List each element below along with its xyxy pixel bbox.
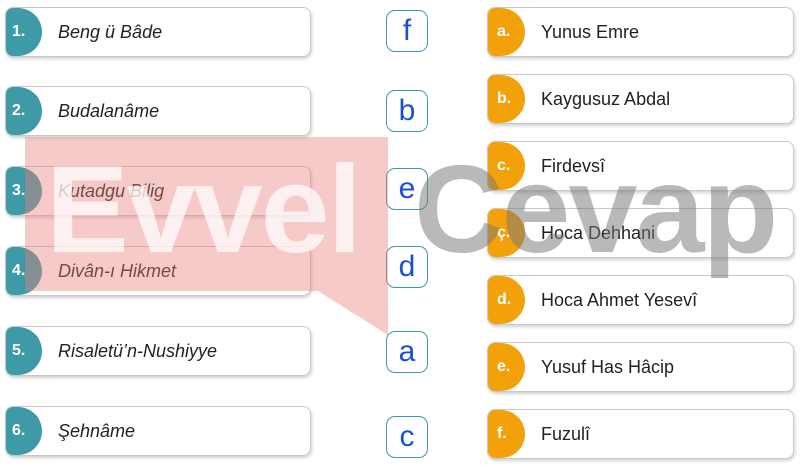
watermark-text-cevap: Cevap: [414, 141, 778, 279]
author-name: Kaygusuz Abdal: [541, 88, 671, 109]
author-letter: ç.: [488, 209, 525, 257]
answer-box-2[interactable]: b: [386, 90, 428, 132]
work-title: Kutadgu Bilig: [58, 180, 165, 201]
work-number: 1.: [6, 8, 42, 56]
author-card-b: b. Kaygusuz Abdal: [487, 74, 794, 124]
author-letter: b.: [488, 75, 525, 123]
watermark-box: [25, 137, 388, 291]
author-card-c-cedilla: ç. Hoca Dehhani: [487, 208, 794, 258]
answer-box-6[interactable]: c: [386, 416, 428, 458]
work-number: 3.: [6, 167, 42, 215]
answer-box-1[interactable]: f: [386, 10, 428, 52]
author-name: Hoca Dehhani: [541, 222, 656, 243]
watermark-text-evvel: Evvel: [46, 141, 362, 279]
work-number: 2.: [6, 87, 42, 135]
author-card-f: f. Fuzulî: [487, 409, 794, 459]
answer-box-4[interactable]: d: [386, 246, 428, 288]
author-letter: d.: [488, 276, 525, 324]
work-title: Budalanâme: [58, 100, 160, 121]
author-card-c: c. Firdevsî: [487, 141, 794, 191]
author-name: Fuzulî: [541, 423, 591, 444]
author-name: Yunus Emre: [541, 21, 640, 42]
work-card-1: 1. Beng ü Bâde: [5, 7, 311, 57]
work-card-2: 2. Budalanâme: [5, 86, 311, 136]
work-title: Risaletü’n-Nushiyye: [58, 340, 218, 361]
work-number: 5.: [6, 327, 42, 375]
work-card-3: 3. Kutadgu Bilig: [5, 166, 311, 216]
work-card-4: 4. Divân-ı Hikmet: [5, 246, 311, 296]
author-letter: a.: [488, 8, 525, 56]
answer-box-5[interactable]: a: [386, 331, 428, 373]
author-letter: c.: [488, 142, 525, 190]
author-name: Firdevsî: [541, 155, 606, 176]
work-number: 6.: [6, 407, 42, 455]
answer-box-3[interactable]: e: [386, 168, 428, 210]
author-card-e: e. Yusuf Has Hâcip: [487, 342, 794, 392]
author-letter: f.: [488, 410, 525, 458]
work-card-5: 5. Risaletü’n-Nushiyye: [5, 326, 311, 376]
work-title: Şehnâme: [58, 420, 136, 441]
work-title: Divân-ı Hikmet: [58, 260, 177, 281]
author-card-d: d. Hoca Ahmet Yesevî: [487, 275, 794, 325]
author-letter: e.: [488, 343, 525, 391]
author-card-a: a. Yunus Emre: [487, 7, 794, 57]
work-card-6: 6. Şehnâme: [5, 406, 311, 456]
author-name: Hoca Ahmet Yesevî: [541, 289, 698, 310]
work-title: Beng ü Bâde: [58, 21, 163, 42]
author-name: Yusuf Has Hâcip: [541, 356, 675, 377]
